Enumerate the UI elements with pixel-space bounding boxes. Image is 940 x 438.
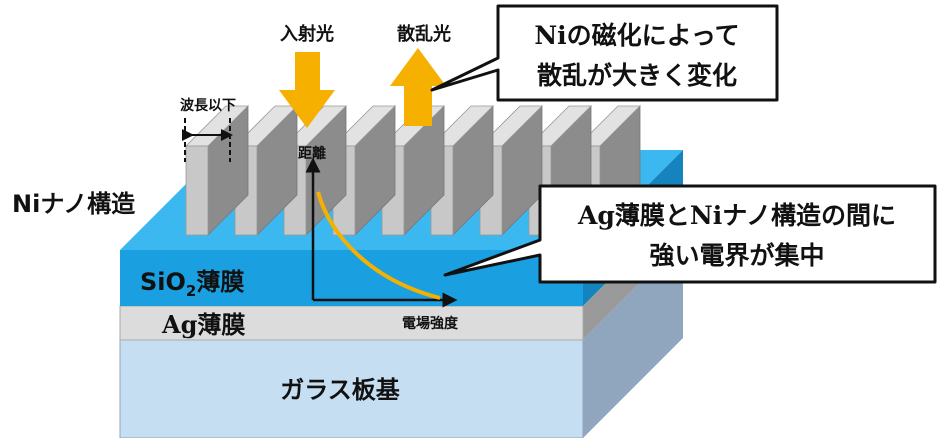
up-arrow-icon — [390, 48, 446, 126]
callout-bubble — [430, 4, 779, 102]
distance-label: 距離 — [298, 145, 326, 162]
sio2-label: SiO2薄膜 — [140, 268, 244, 300]
ni-fin — [283, 105, 347, 236]
incident-light-arrow: 入射光 — [279, 23, 335, 128]
field-strength-label: 電場強度 — [402, 315, 459, 332]
subwavelength-dimension: 波長以下 — [180, 97, 236, 162]
glass-substrate — [119, 240, 683, 438]
callout2-line-1: Ag薄膜とNiナノ構造の間に — [577, 201, 896, 230]
scattered-light-label: 散乱光 — [397, 23, 451, 45]
callout-line-1: Niの磁化によって — [534, 21, 739, 50]
sio2-suffix-text: 薄膜 — [196, 268, 244, 296]
ni-nanostructure-label: Niナノ構造 — [12, 190, 135, 218]
sio2-main-text: SiO — [140, 268, 186, 296]
scattered-light-arrow: 散乱光 — [390, 23, 451, 126]
subwavelength-label: 波長以下 — [180, 97, 236, 114]
sio2-subscript: 2 — [186, 282, 196, 300]
callout-line-2: 散乱が大きく変化 — [537, 61, 737, 90]
callout-bubble-2 — [443, 184, 937, 284]
incident-light-label: 入射光 — [280, 23, 334, 45]
glass-substrate-label: ガラス板基 — [280, 376, 401, 404]
ag-film-label: Ag薄膜 — [161, 310, 245, 339]
glass-side-face — [583, 240, 683, 438]
sio2-front-face — [120, 250, 583, 306]
ni-fin-front — [185, 145, 209, 236]
down-arrow-icon — [279, 52, 335, 128]
field-decay-curve — [316, 191, 441, 300]
callout2-line-2: 強い電界が集中 — [649, 241, 824, 270]
field-plot: 距離 電場強度 — [298, 145, 459, 332]
magnetization-callout: Niの磁化によって 散乱が大きく変化 — [430, 4, 779, 102]
field-concentration-callout: Ag薄膜とNiナノ構造の間に 強い電界が集中 — [443, 184, 937, 284]
